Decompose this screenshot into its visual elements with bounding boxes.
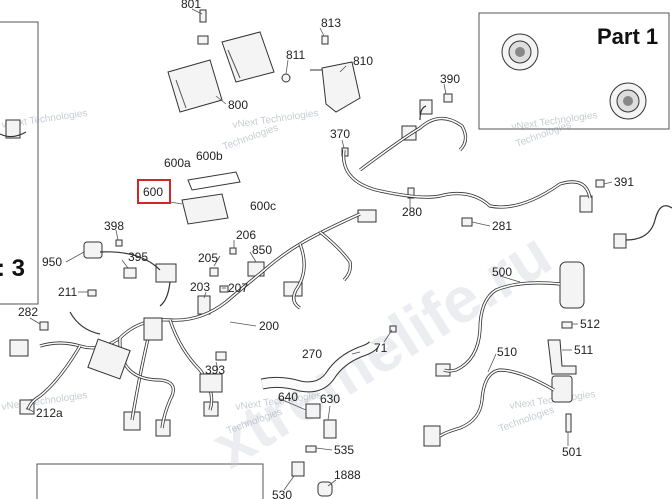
hose-270 [260, 340, 379, 393]
ecu-module-800 [167, 31, 275, 113]
callout-205: 205 [198, 251, 218, 265]
highlight-600 [137, 179, 171, 204]
callout-281: 281 [492, 219, 512, 233]
callout-511: 511 [574, 343, 593, 357]
callout-270: 270 [302, 347, 322, 361]
callout-640: 640 [278, 390, 298, 404]
callout-395: 395 [128, 250, 148, 264]
callout-801: 801 [181, 0, 201, 11]
callout-510: 510 [497, 345, 517, 359]
bracket-810 [310, 61, 361, 113]
part-title: Part 1 [597, 24, 658, 49]
callout-370: 370 [330, 127, 350, 141]
callout-203: 203 [190, 280, 210, 294]
callout-811: 811 [286, 48, 305, 62]
harness-500-510 [439, 281, 577, 438]
leader-lines [25, 8, 613, 491]
callout-530: 530 [272, 488, 292, 499]
callout-512: 512 [580, 317, 600, 331]
main-harness-200 [26, 212, 361, 429]
callout-600: 600 [143, 185, 163, 199]
left-frame-connector [0, 119, 27, 139]
callout-500: 500 [492, 265, 512, 279]
callout-391: 391 [614, 175, 634, 189]
callout-810: 810 [353, 54, 373, 68]
callout-1888: 1888 [334, 468, 361, 482]
callout-labels: 801 813 811 810 800 390 370 600a 600b 60… [18, 0, 634, 499]
part-1-inset-frame [478, 12, 670, 130]
callout-535: 535 [334, 443, 354, 457]
callout-71: 71 [374, 341, 388, 355]
callout-393: 393 [205, 363, 225, 377]
bottom-frame [36, 463, 264, 499]
callout-813: 813 [321, 16, 341, 30]
callout-600b: 600b [196, 149, 223, 163]
inset-switch-upper [501, 33, 539, 71]
callout-207: 207 [228, 281, 248, 295]
callout-211: 211 [58, 285, 77, 299]
callout-206: 206 [236, 228, 256, 242]
callout-200: 200 [259, 319, 279, 333]
callout-390: 390 [440, 72, 460, 86]
callout-282: 282 [18, 305, 38, 319]
upper-harness [342, 105, 672, 241]
callout-600c: 600c [250, 199, 276, 213]
callout-212a: 212a [36, 406, 63, 420]
callout-950: 950 [42, 255, 62, 269]
callout-501: 501 [562, 445, 582, 459]
callout-800: 800 [228, 98, 248, 112]
connectors [9, 99, 627, 497]
left-frame [0, 21, 39, 305]
inset-switch-lower [609, 82, 647, 120]
callout-630: 630 [320, 392, 340, 406]
page-number: : 3 [0, 255, 25, 282]
relay-module-600 [169, 171, 241, 225]
callout-600a: 600a [164, 156, 191, 170]
callout-398: 398 [104, 219, 124, 233]
callout-280: 280 [402, 205, 422, 219]
callout-850: 850 [252, 243, 272, 257]
